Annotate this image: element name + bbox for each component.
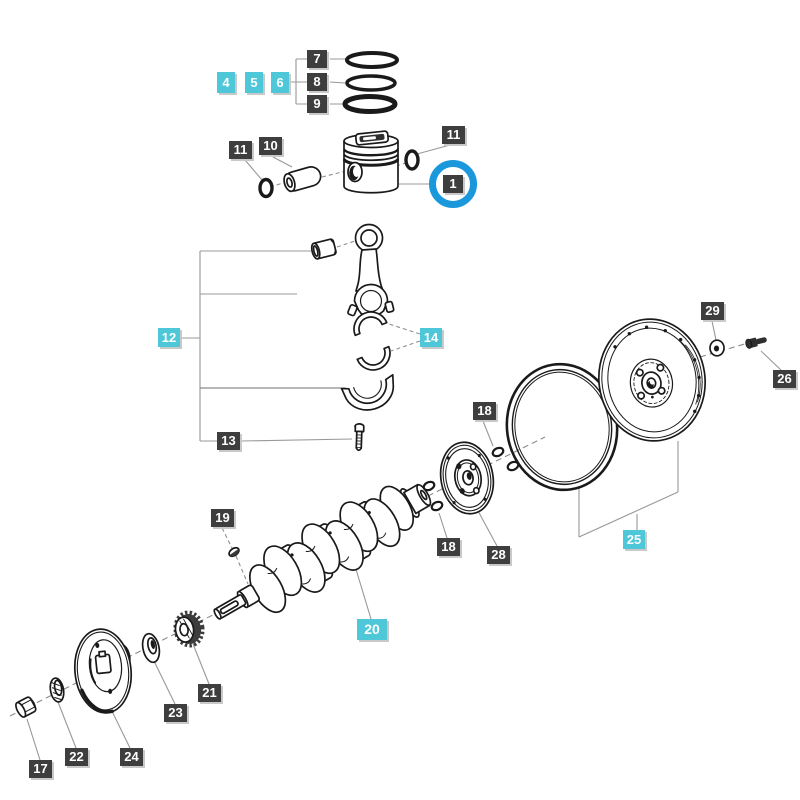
piston-ring-second bbox=[345, 74, 397, 92]
o-ring bbox=[491, 446, 505, 458]
part-label-14[interactable]: 14 bbox=[420, 328, 442, 347]
crankshaft bbox=[213, 483, 432, 620]
o-ring bbox=[430, 500, 444, 512]
part-label-10[interactable]: 10 bbox=[259, 137, 282, 155]
part-label-4[interactable]: 4 bbox=[217, 72, 235, 93]
piston-ring-top bbox=[345, 51, 399, 69]
woodruff-key bbox=[228, 546, 240, 558]
selection-circle bbox=[429, 160, 477, 208]
part-label-12[interactable]: 12 bbox=[158, 328, 180, 347]
part-label-21[interactable]: 21 bbox=[198, 684, 221, 702]
o-ring bbox=[422, 480, 436, 492]
part-label-29[interactable]: 29 bbox=[701, 302, 724, 320]
snap-ring-right bbox=[404, 149, 420, 171]
flywheel-bolt bbox=[745, 337, 767, 349]
part-label-22[interactable]: 22 bbox=[65, 748, 88, 766]
part-label-19[interactable]: 19 bbox=[211, 509, 234, 527]
part-label-24[interactable]: 24 bbox=[120, 748, 143, 766]
oil-ring bbox=[342, 94, 398, 114]
part-label-13[interactable]: 13 bbox=[217, 432, 240, 450]
rod-bushing bbox=[310, 238, 337, 260]
snap-ring-left bbox=[258, 177, 274, 199]
part-label-20[interactable]: 20 bbox=[357, 619, 387, 640]
piston bbox=[343, 130, 399, 194]
rod-bearing-upper bbox=[353, 311, 388, 337]
rod-bearing-lower bbox=[356, 345, 391, 371]
ring-gear bbox=[505, 362, 619, 492]
part-label-25[interactable]: 25 bbox=[623, 530, 645, 549]
part-label-26[interactable]: 26 bbox=[773, 370, 796, 388]
part-label-28[interactable]: 28 bbox=[487, 546, 510, 564]
washer-23 bbox=[141, 632, 161, 664]
flywheel-washer bbox=[709, 339, 725, 357]
lock-washer-22 bbox=[49, 677, 65, 703]
part-label-5[interactable]: 5 bbox=[245, 72, 263, 93]
part-label-11-right[interactable]: 11 bbox=[442, 126, 465, 144]
part-label-6[interactable]: 6 bbox=[271, 72, 289, 93]
part-label-18-top[interactable]: 18 bbox=[473, 402, 496, 420]
part-label-17[interactable]: 17 bbox=[29, 760, 52, 778]
crank-nut bbox=[15, 696, 37, 718]
rod-bolt bbox=[354, 423, 365, 452]
part-label-23[interactable]: 23 bbox=[164, 704, 187, 722]
part-label-7[interactable]: 7 bbox=[307, 50, 327, 68]
part-label-11-left[interactable]: 11 bbox=[229, 141, 252, 159]
part-label-9[interactable]: 9 bbox=[307, 95, 327, 113]
crank-pulley bbox=[73, 628, 133, 714]
part-label-18-left[interactable]: 18 bbox=[437, 538, 460, 556]
rod-cap bbox=[340, 373, 395, 411]
flywheel bbox=[597, 318, 707, 442]
part-label-8[interactable]: 8 bbox=[307, 73, 327, 91]
drive-plate bbox=[439, 441, 495, 515]
piston-pin bbox=[283, 166, 322, 193]
timing-gear bbox=[173, 610, 205, 648]
connecting-rod bbox=[347, 223, 395, 317]
part-label-1[interactable]: 1 bbox=[443, 175, 463, 193]
